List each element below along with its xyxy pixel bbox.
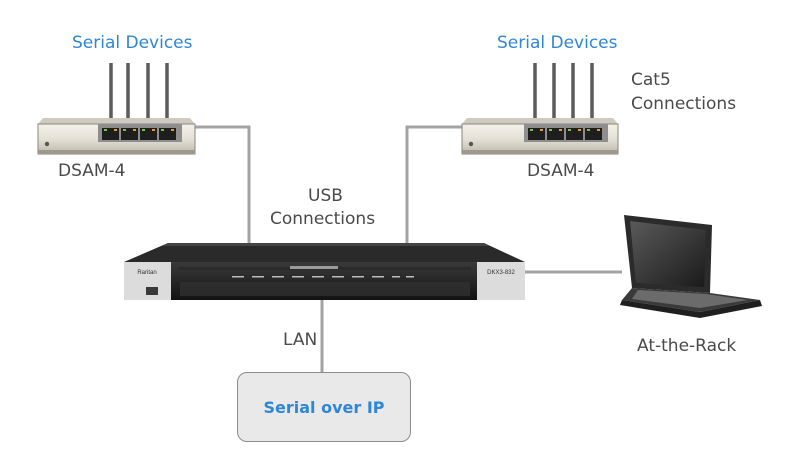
cables — [195, 125, 622, 373]
dsam-left-device — [37, 118, 196, 155]
serial-over-ip-box: Serial over IP — [237, 372, 411, 442]
serial-devices-right-label: Serial Devices — [497, 33, 618, 53]
cat5-label: Cat5 — [631, 70, 671, 90]
serial-devices-left-label: Serial Devices — [72, 33, 193, 53]
kvm-brand-text: Raritan — [137, 270, 156, 276]
usb-cable-left — [195, 125, 251, 248]
dsam-right-device — [461, 118, 619, 155]
rack-console-device — [620, 215, 762, 318]
kvm-model-text: DKX3-832 — [487, 270, 515, 276]
dsam-right-label: DSAM-4 — [527, 161, 595, 181]
serial-cables-left — [109, 63, 169, 124]
kvm-switch-device: Raritan DKX3-832 — [124, 243, 525, 300]
lan-label: LAN — [283, 330, 318, 350]
serial-over-ip-label: Serial over IP — [263, 397, 385, 417]
usb-label: USB — [308, 186, 343, 206]
usb-connections-label: Connections — [270, 209, 376, 229]
usb-cable-right — [405, 125, 462, 248]
dsam-left-label: DSAM-4 — [58, 161, 126, 181]
at-the-rack-label: At-the-Rack — [637, 336, 737, 356]
cat5-connections-label: Connections — [631, 94, 737, 114]
serial-cables-right — [533, 63, 594, 124]
